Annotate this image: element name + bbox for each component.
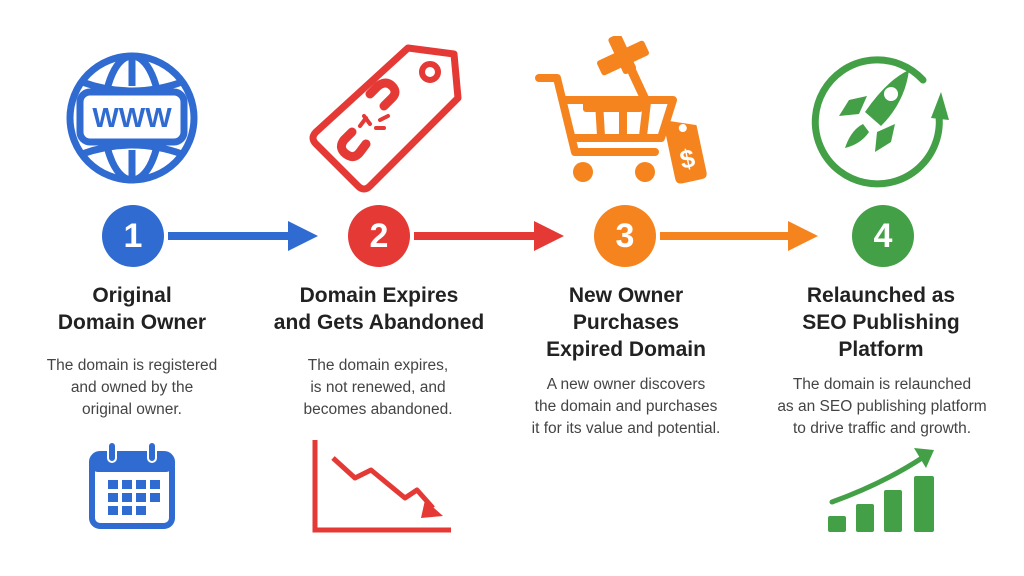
step-2-desc-line-2: is not renewed, and xyxy=(310,379,446,396)
step-3-number: 3 xyxy=(594,205,656,267)
cart-gavel-price-tag-icon: $ xyxy=(535,36,707,184)
step-2-title-line-2: and Gets Abandoned xyxy=(273,311,485,334)
price-tag-text: $ xyxy=(677,142,698,174)
step-4-description: The domain is relaunched as an SEO publi… xyxy=(766,374,998,440)
step-2-title: Domain Expires and Gets Abandoned xyxy=(264,282,494,336)
step-2-desc-line-3: becomes abandoned. xyxy=(303,401,453,418)
step-4-number: 4 xyxy=(852,205,914,267)
step-4-desc-line-1: The domain is relaunched xyxy=(792,376,972,393)
step-1-number: 1 xyxy=(102,205,164,267)
step-2-desc-line-1: The domain expires, xyxy=(307,357,449,374)
step-3-desc-line-1: A new owner discovers xyxy=(546,376,706,393)
step-4-title-line-2: SEO Publishing xyxy=(802,311,960,334)
step-4-title-line-1: Relaunched as xyxy=(806,284,956,307)
step-2-description: The domain expires, is not renewed, and … xyxy=(268,355,488,421)
step-4-desc-line-3: to drive traffic and growth. xyxy=(792,420,972,437)
rocket-cycle-icon xyxy=(811,56,949,188)
step-4-title: Relaunched as SEO Publishing Platform xyxy=(770,282,992,363)
step-1-desc-line-3: original owner. xyxy=(82,401,182,418)
step-1-desc-line-1: The domain is registered xyxy=(46,357,218,374)
step-2-number: 2 xyxy=(348,205,410,267)
step-3-title-line-1: New Owner xyxy=(568,284,684,307)
declining-chart-icon xyxy=(312,440,451,533)
step-3-title-line-2: Purchases xyxy=(572,311,680,334)
broken-link-tag-icon xyxy=(309,44,462,193)
arrow-3-to-4 xyxy=(660,221,818,251)
globe-text: WWW xyxy=(92,102,172,133)
step-4-title-line-3: Platform xyxy=(838,338,924,361)
step-3-title-line-3: Expired Domain xyxy=(546,338,706,361)
step-1-desc-line-2: and owned by the xyxy=(70,379,194,396)
arrow-2-to-3 xyxy=(414,221,564,251)
step-3-description: A new owner discovers the domain and pur… xyxy=(510,374,742,440)
step-3-desc-line-3: it for its value and potential. xyxy=(531,420,721,437)
step-1-title-line-2: Domain Owner xyxy=(57,311,207,334)
step-2-title-line-1: Domain Expires xyxy=(299,284,459,307)
step-1-description: The domain is registered and owned by th… xyxy=(22,355,242,421)
globe-www-icon: WWW xyxy=(66,52,198,184)
step-4-desc-line-2: as an SEO publishing platform xyxy=(777,398,987,415)
growth-bar-chart-icon xyxy=(828,448,934,532)
step-3-desc-line-2: the domain and purchases xyxy=(534,398,718,415)
step-1-title: Original Domain Owner xyxy=(26,282,238,336)
step-3-title: New Owner Purchases Expired Domain xyxy=(516,282,736,363)
arrow-1-to-2 xyxy=(168,221,318,251)
calendar-icon xyxy=(89,441,175,529)
step-1-title-line-1: Original xyxy=(92,284,172,307)
